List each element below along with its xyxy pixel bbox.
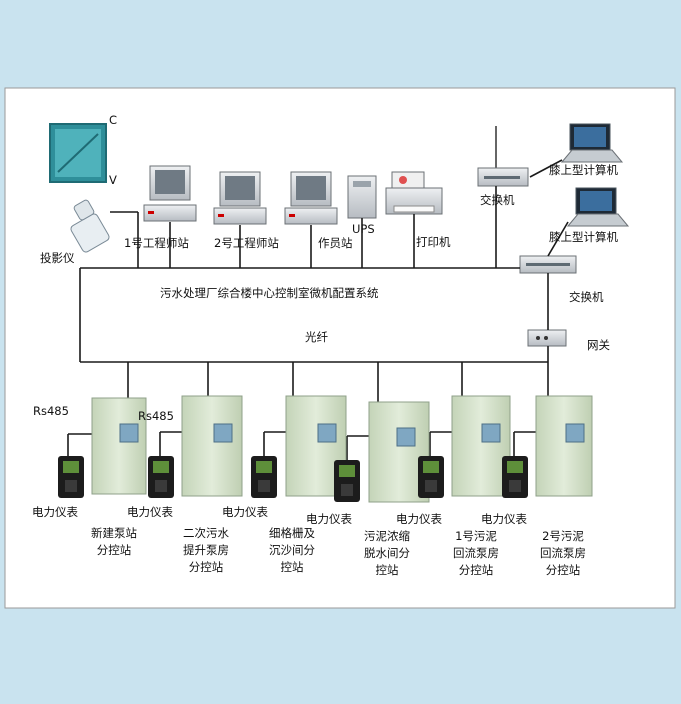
label-projector-screen-v: V [109, 173, 117, 187]
meter-label: 电力仪表 [222, 505, 268, 519]
gateway-icon [527, 329, 567, 347]
label-rs485-left: Rs485 [33, 404, 69, 418]
system-title: 污水处理厂综合楼中心控制室微机配置系统 [160, 286, 379, 300]
switch-top-icon [477, 126, 529, 187]
label-laptop2: 膝上型计算机 [549, 230, 618, 244]
label-gateway: 网关 [587, 338, 610, 352]
cabinet-5 [451, 395, 511, 497]
laptop1-icon [560, 123, 624, 163]
laptop2-icon [566, 187, 630, 227]
station-label: 1号污泥 回流泵房 分控站 [453, 529, 499, 577]
cabinet-2 [181, 395, 243, 497]
label-engineer2: 2号工程师站 [214, 236, 279, 250]
station-label: 细格栅及 沉沙间分 控站 [269, 526, 315, 574]
diagram-panel [4, 87, 676, 609]
projector-icon [70, 199, 110, 253]
power-meter-icon-4 [334, 460, 360, 502]
station-label: 2号污泥 回流泵房 分控站 [540, 529, 586, 577]
ups-icon [347, 175, 377, 219]
cabinet-1 [91, 397, 147, 495]
cabinet-6 [535, 395, 593, 497]
meter-label: 电力仪表 [127, 505, 173, 519]
label-projector-screen-c: C [109, 113, 118, 127]
projector-screen-icon [49, 123, 107, 183]
label-laptop1: 膝上型计算机 [549, 163, 618, 177]
meter-label: 电力仪表 [396, 512, 442, 526]
engineer2-station-icon [213, 171, 267, 225]
power-meter-icon-2 [148, 456, 174, 498]
power-meter-icon-3 [251, 456, 277, 498]
power-meter-icon-1 [58, 456, 84, 498]
network-lines [67, 159, 569, 460]
label-operator: 作员站 [318, 236, 353, 250]
meter-label: 电力仪表 [32, 505, 78, 519]
meter-label: 电力仪表 [306, 512, 352, 526]
printer-icon [385, 171, 443, 215]
meter-label: 电力仪表 [481, 512, 527, 526]
label-fiber: 光纤 [305, 330, 328, 344]
station-label: 污泥浓缩 脱水间分 控站 [364, 529, 410, 577]
label-rs485-right: Rs485 [138, 409, 174, 423]
station-label: 二次污水 提升泵房 分控站 [183, 526, 229, 574]
label-projector: 投影仪 [40, 251, 75, 265]
label-engineer1: 1号工程师站 [124, 236, 189, 250]
label-printer: 打印机 [416, 235, 451, 249]
operator-station-icon [284, 171, 338, 225]
switch-mid-icon [519, 255, 577, 274]
label-switch-top: 交换机 [480, 193, 515, 207]
label-ups: UPS [352, 222, 375, 236]
engineer1-station-icon [143, 165, 197, 222]
station-label: 新建泵站 分控站 [91, 526, 137, 557]
power-meter-icon-5 [418, 456, 444, 498]
label-switch-mid: 交换机 [569, 290, 604, 304]
power-meter-icon-6 [502, 456, 528, 498]
